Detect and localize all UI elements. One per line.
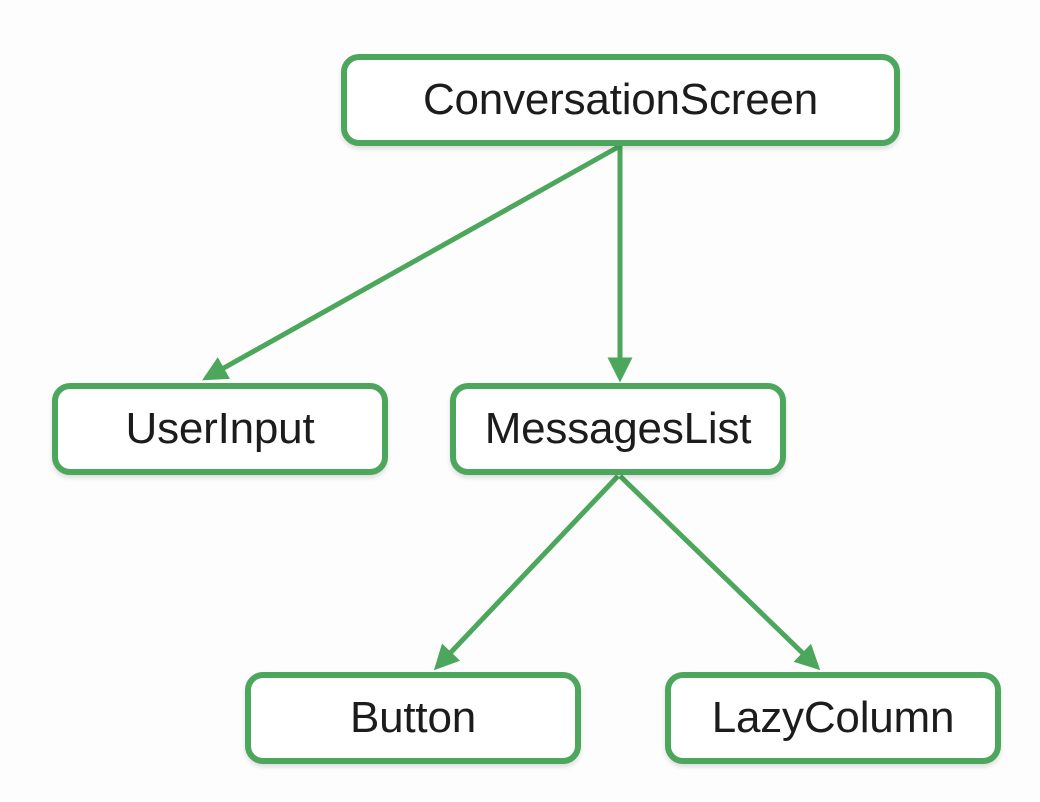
edge-messageslist-button	[433, 474, 620, 671]
node-button-label: Button	[349, 693, 476, 742]
node-messageslist-label: MessagesList	[484, 404, 752, 453]
node-button[interactable]: Button	[245, 672, 581, 764]
node-userinput-label: UserInput	[125, 404, 315, 453]
node-lazycolumn-label: LazyColumn	[711, 693, 955, 742]
node-conversationscreen-label: ConversationScreen	[422, 75, 819, 124]
node-lazycolumn[interactable]: LazyColumn	[665, 672, 1001, 764]
node-conversationscreen[interactable]: ConversationScreen	[341, 54, 900, 146]
edge-conversationscreen-userinput	[202, 143, 622, 381]
edge-messageslist-lazycolumn	[618, 474, 821, 671]
node-userinput[interactable]: UserInput	[52, 383, 388, 475]
node-messageslist[interactable]: MessagesList	[450, 383, 786, 475]
